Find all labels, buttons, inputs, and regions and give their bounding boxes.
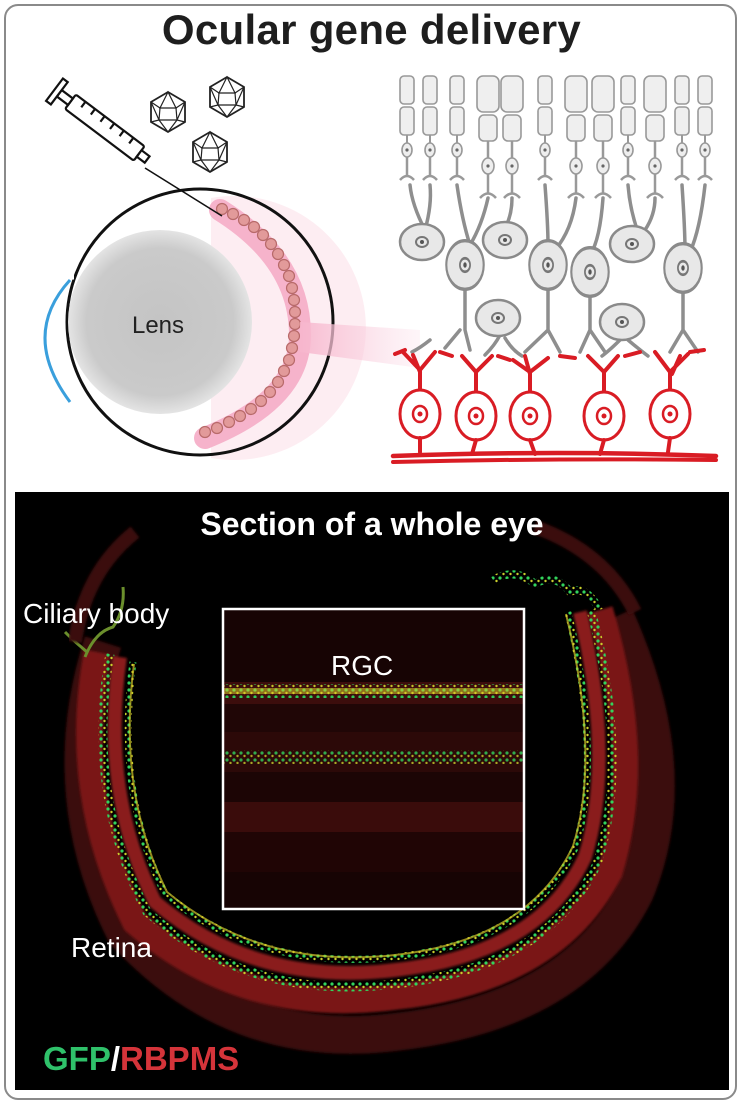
ciliary-body-label: Ciliary body [23,598,170,629]
gfp-cell-layer [98,608,617,992]
horizontal-bipolar-cells [398,220,704,342]
photoreceptor-layer [398,74,714,200]
stain-legend: GFP/RBPMS [43,1040,239,1078]
rbpms-legend: RBPMS [120,1040,240,1077]
retina-red-layer [76,606,639,1014]
legend-separator: / [110,1040,121,1077]
retina-cell-beads [198,202,302,439]
cornea [43,278,72,403]
rgc-inset [221,607,526,911]
gfp-legend: GFP [43,1040,111,1077]
eye-globe [9,187,366,460]
section-title: Section of a whole eye [200,506,544,542]
syringe-icon [44,76,223,217]
fluorescence-micrograph: Section of a whole eye Ciliary body RGC … [15,492,729,1090]
ciliary-body-right [490,570,604,613]
lens-label: Lens [132,312,184,339]
retina-cell-diagram [390,74,719,464]
rgc-label: RGC [331,650,394,681]
lens [68,230,252,414]
eye-section-image [63,520,675,1054]
retina-label: Retina [71,932,152,963]
figure-title: Ocular gene delivery [161,6,582,53]
virus-particle-icon [150,76,245,173]
magnification-beam [300,322,420,368]
gene-delivery-diagram: Lens [9,74,719,464]
retinal-ganglion-cells [398,388,692,442]
